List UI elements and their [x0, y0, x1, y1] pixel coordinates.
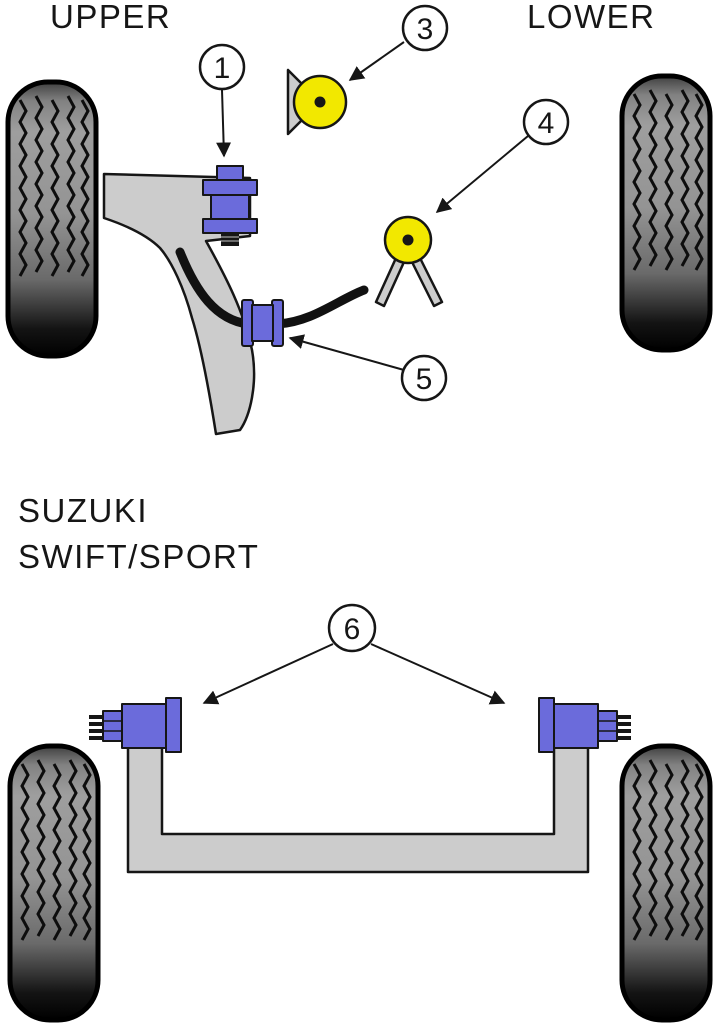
bushing1-bolt-threads [221, 233, 239, 246]
callout5-arrow [288, 334, 405, 371]
callout-4: 4 [522, 98, 570, 146]
upper-section-label: UPPER [50, 0, 171, 35]
callout3-number: 3 [417, 13, 434, 46]
model-name-line2: SWIFT/SPORT [18, 538, 259, 575]
callout6-right-arrow [370, 643, 506, 705]
callout5-number: 5 [416, 363, 433, 396]
bushing3-center-hole [314, 96, 326, 108]
front-right-tire [622, 76, 710, 350]
bushing6L-flange [165, 697, 182, 753]
rear-left-axle-bushing [89, 697, 182, 753]
bushing6L-nut [102, 710, 123, 742]
model-name-line1: SUZUKI [18, 492, 148, 529]
bushing1-bottom-flange [202, 218, 258, 234]
bushing1-body [210, 194, 250, 220]
bushing4-left-leg [374, 256, 406, 308]
bushing1-bolt-head [216, 165, 244, 181]
front-left-tire [8, 82, 96, 356]
callout-5: 5 [400, 354, 448, 402]
bushing6R-body [553, 703, 599, 749]
callout6-circle [327, 603, 377, 653]
callout3-arrow [348, 41, 405, 81]
cone-mount-bushing [286, 68, 348, 136]
callout-3: 3 [401, 4, 449, 52]
callout-6: 6 [327, 603, 377, 653]
link-bushing [374, 215, 444, 308]
callout1-number: 1 [214, 52, 231, 85]
bushing4-center-hole [402, 234, 414, 246]
callout4-number: 4 [538, 107, 555, 140]
callout1-circle [198, 43, 246, 91]
bushing6R-bolt-threads [617, 715, 631, 740]
callout6-number: 6 [344, 613, 361, 646]
bushing6L-bolt-threads [89, 715, 103, 740]
rear-axle-beam [126, 742, 590, 874]
bushing6L-body [121, 703, 167, 749]
bushing4-right-leg [410, 256, 444, 308]
callout1-arrow [216, 89, 232, 158]
rear-right-tire [622, 746, 710, 1020]
callout5-circle [400, 354, 448, 402]
upper-control-arm [102, 172, 256, 436]
callout4-circle [522, 98, 570, 146]
bushing1-top-flange [202, 179, 258, 196]
rear-right-axle-bushing [538, 697, 631, 753]
bushing6R-nut [597, 710, 618, 742]
anti-roll-bar-bushing [241, 299, 284, 347]
callout6-left-arrow [202, 643, 334, 705]
callout4-arrow [435, 135, 529, 213]
rear-left-tire [10, 746, 98, 1020]
callout3-circle [401, 4, 449, 52]
callout-1: 1 [198, 43, 246, 91]
bushing5-body [251, 304, 274, 342]
bushing6R-flange [538, 697, 555, 753]
upper-arm-bushing [202, 165, 258, 246]
lower-section-label: LOWER [527, 0, 656, 35]
